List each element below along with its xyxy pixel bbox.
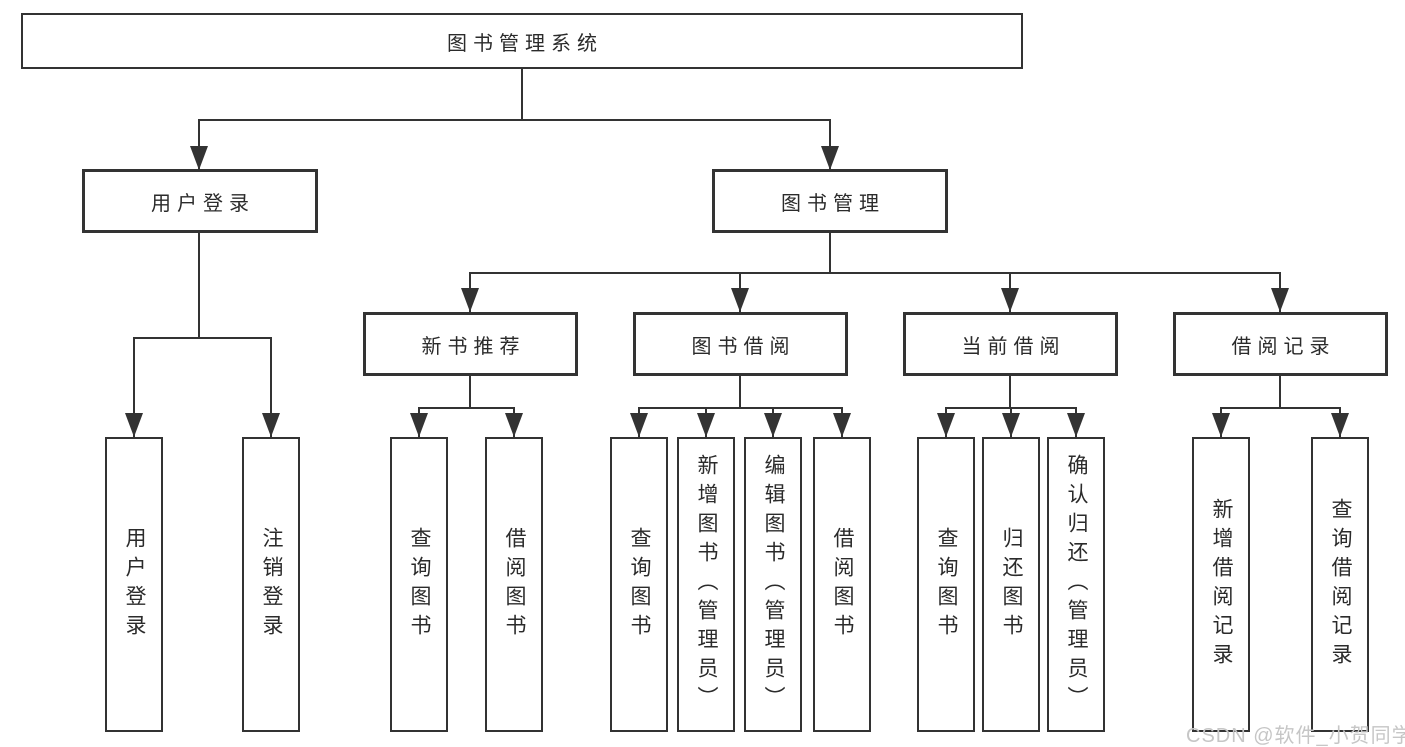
node-current-borrow: 当前借阅 (903, 312, 1118, 376)
arrow-down-icon (821, 146, 839, 170)
connector-book-mgmt-bar (469, 272, 1281, 274)
connector-new-book-rec-bar (418, 407, 515, 409)
leaf-borrow-book-1-label: 借阅图书 (503, 526, 526, 643)
leaf-query-borrow-record: 查询借阅记录 (1311, 437, 1369, 732)
arrow-down-icon (937, 413, 955, 437)
arrow-down-icon (1002, 413, 1020, 437)
node-user-login: 用户登录 (82, 169, 318, 233)
node-book-mgmt: 图书管理 (712, 169, 948, 233)
leaf-add-borrow-record: 新增借阅记录 (1192, 437, 1250, 732)
arrow-down-icon (697, 413, 715, 437)
leaf-return-book-label: 归还图书 (1000, 526, 1023, 643)
arrow-down-icon (630, 413, 648, 437)
leaf-user-login: 用户登录 (105, 437, 163, 732)
connector-root-to-user-login (198, 119, 200, 170)
leaf-confirm-return-admin: 确认归还（管理员） (1047, 437, 1105, 732)
arrow-down-icon (731, 288, 749, 312)
leaf-add-borrow-record-label: 新增借阅记录 (1210, 497, 1233, 672)
connector-root-stem (521, 69, 523, 119)
arrow-down-icon (1331, 413, 1349, 437)
arrow-down-icon (1001, 288, 1019, 312)
node-root-label: 图书管理系统 (447, 32, 603, 55)
leaf-borrow-book-2: 借阅图书 (813, 437, 871, 732)
node-current-borrow-label: 当前借阅 (961, 335, 1066, 358)
connector-user-login-stem (198, 233, 200, 337)
connector-book-borrow-stem (739, 376, 741, 407)
arrow-down-icon (833, 413, 851, 437)
arrow-down-icon (125, 413, 143, 437)
leaf-query-book-1-label: 查询图书 (408, 526, 431, 643)
leaf-query-book-3: 查询图书 (917, 437, 975, 732)
arrow-down-icon (1067, 413, 1085, 437)
csdn-watermark: CSDN @软件_小贺同学 (1186, 725, 1405, 747)
node-new-book-rec-label: 新书推荐 (421, 335, 526, 358)
arrow-down-icon (262, 413, 280, 437)
leaf-add-book-admin-label: 新增图书（管理员） (695, 454, 718, 715)
connector-new-book-rec-stem (469, 376, 471, 407)
connector-borrow-record-bar (1220, 407, 1341, 409)
leaf-edit-book-admin-label: 编辑图书（管理员） (762, 454, 785, 715)
leaf-query-book-1: 查询图书 (390, 437, 448, 732)
arrow-down-icon (1212, 413, 1230, 437)
node-borrow-record-label: 借阅记录 (1231, 335, 1336, 358)
connector-book-borrow-bar (638, 407, 843, 409)
leaf-borrow-book-2-label: 借阅图书 (831, 526, 854, 643)
node-new-book-rec: 新书推荐 (363, 312, 578, 376)
node-root: 图书管理系统 (21, 13, 1023, 69)
arrow-down-icon (1271, 288, 1289, 312)
connector-to-leaf-logout (270, 337, 272, 437)
arrow-down-icon (190, 146, 208, 170)
connector-borrow-record-stem (1279, 376, 1281, 407)
connector-user-login-bar (133, 337, 272, 339)
node-book-borrow: 图书借阅 (633, 312, 848, 376)
leaf-query-book-3-label: 查询图书 (935, 526, 958, 643)
leaf-edit-book-admin: 编辑图书（管理员） (744, 437, 802, 732)
connector-root-bar (198, 119, 831, 121)
leaf-logout: 注销登录 (242, 437, 300, 732)
arrow-down-icon (505, 413, 523, 437)
connector-book-mgmt-stem (829, 233, 831, 272)
leaf-borrow-book-1: 借阅图书 (485, 437, 543, 732)
leaf-logout-label: 注销登录 (260, 526, 283, 643)
leaf-query-borrow-record-label: 查询借阅记录 (1329, 497, 1352, 672)
leaf-query-book-2-label: 查询图书 (628, 526, 651, 643)
arrow-down-icon (410, 413, 428, 437)
node-book-borrow-label: 图书借阅 (691, 335, 796, 358)
arrow-down-icon (461, 288, 479, 312)
leaf-confirm-return-admin-label: 确认归还（管理员） (1065, 454, 1088, 715)
connector-to-leaf-user-login (133, 337, 135, 437)
node-book-mgmt-label: 图书管理 (781, 192, 885, 215)
leaf-return-book: 归还图书 (982, 437, 1040, 732)
connector-root-to-book-mgmt (829, 119, 831, 170)
arrow-down-icon (764, 413, 782, 437)
leaf-user-login-label: 用户登录 (123, 526, 146, 643)
connector-current-borrow-stem (1009, 376, 1011, 407)
leaf-query-book-2: 查询图书 (610, 437, 668, 732)
node-borrow-record: 借阅记录 (1173, 312, 1388, 376)
leaf-add-book-admin: 新增图书（管理员） (677, 437, 735, 732)
node-user-login-label: 用户登录 (151, 192, 255, 215)
